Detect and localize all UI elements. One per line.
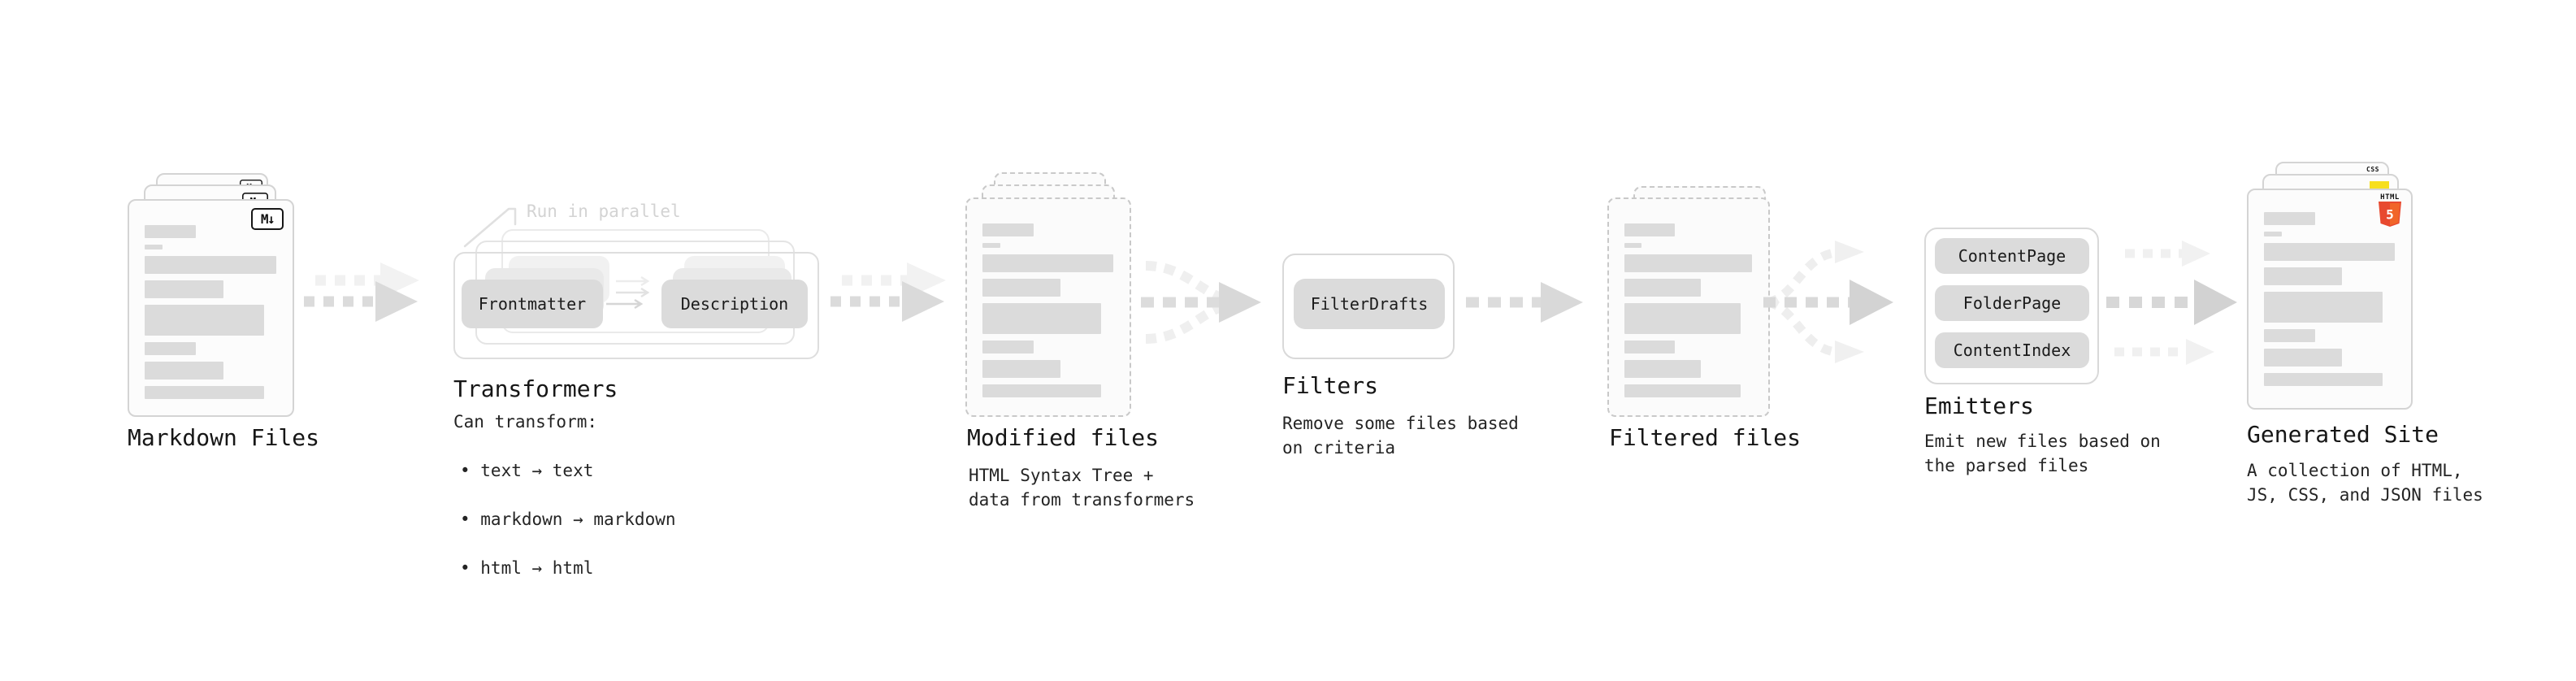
modified-files-note: HTML Syntax Tree + data from transformer…: [969, 466, 1195, 510]
stage-title-filtered-files: Filtered files: [1609, 424, 1802, 451]
filtered-file-card-front: [1607, 197, 1770, 417]
markdown-icon: M↓: [251, 208, 284, 230]
document-text-placeholder-bars: [2264, 212, 2399, 386]
parallel-arrow-icon: [616, 287, 650, 298]
generated-site-note: A collection of HTML, JS, CSS, and JSON …: [2247, 461, 2483, 505]
html5-icon-label: HTML: [2380, 193, 2400, 202]
transform-bullet: • markdown → markdown: [460, 510, 676, 529]
filter-node-filterdrafts: FilterDrafts: [1294, 279, 1445, 329]
stage-title-emitters: Emitters: [1924, 393, 2034, 419]
document-text-placeholder-bars: [982, 223, 1117, 397]
placeholder-bar: [1624, 279, 1701, 297]
emitters-note: Emit new files based on the parsed files: [1924, 432, 2161, 475]
placeholder-bar: [1624, 243, 1642, 248]
placeholder-bar: [2264, 243, 2396, 261]
placeholder-bar: [982, 340, 1034, 354]
flow-arrow-modified-to-filters: [1141, 261, 1261, 344]
flow-arrow-filtered-to-emitters: [1763, 241, 1893, 363]
markdown-file-card-front: M↓: [128, 199, 294, 417]
placeholder-bar: [145, 305, 264, 336]
stage-title-markdown-files: Markdown Files: [128, 424, 320, 451]
flow-arrow-transformers-to-modified: [830, 262, 946, 322]
placeholder-bar: [982, 223, 1034, 236]
emitter-node-contentpage: ContentPage: [1935, 238, 2089, 274]
svg-text:5: 5: [2386, 207, 2394, 223]
placeholder-bar: [1624, 384, 1741, 397]
placeholder-bar: [982, 360, 1061, 378]
placeholder-bar: [982, 384, 1102, 397]
placeholder-bar: [145, 256, 276, 274]
stage-title-modified-files: Modified files: [967, 424, 1160, 451]
transform-bullet: • text → text: [460, 461, 594, 480]
placeholder-bar: [982, 254, 1114, 272]
placeholder-bar: [982, 279, 1061, 297]
transformers-note-list: • text → text • markdown → markdown • ht…: [460, 434, 676, 605]
placeholder-bar: [982, 243, 1000, 248]
placeholder-bar: [1624, 340, 1675, 354]
placeholder-bar: [2264, 212, 2316, 225]
run-in-parallel-annotation: Run in parallel: [527, 202, 681, 221]
flow-arrow-filters-to-filtered: [1466, 282, 1583, 323]
placeholder-bar: [1624, 254, 1753, 272]
stage-title-filters: Filters: [1282, 372, 1379, 399]
placeholder-bar: [1624, 223, 1675, 236]
placeholder-bar: [1624, 303, 1741, 334]
placeholder-bar: [145, 225, 197, 238]
parallel-arrow-icon: [616, 275, 650, 287]
placeholder-bar: [145, 362, 223, 380]
html5-file-icon: HTML 5: [2376, 193, 2404, 232]
placeholder-bar: [2264, 232, 2282, 236]
placeholder-bar: [145, 342, 197, 355]
emitter-node-contentindex: ContentIndex: [1935, 332, 2089, 368]
document-text-placeholder-bars: [1624, 223, 1756, 397]
transformers-note-title: Can transform:: [453, 412, 598, 432]
annotation-callout-line: [463, 207, 517, 248]
transformer-node-description: Description: [661, 280, 808, 328]
parallel-arrow-icon: [606, 298, 644, 310]
placeholder-bar: [982, 303, 1102, 334]
placeholder-bar: [1624, 360, 1701, 378]
placeholder-bar: [2264, 267, 2343, 285]
transformer-node-frontmatter: Frontmatter: [462, 280, 603, 328]
transformers-frame-front: [453, 252, 819, 359]
placeholder-bar: [145, 280, 223, 298]
placeholder-bar: [2264, 349, 2343, 367]
placeholder-bar: [145, 386, 264, 399]
generated-file-card-html: HTML 5: [2247, 189, 2413, 410]
placeholder-bar: [2264, 292, 2383, 323]
flow-arrow-markdown-to-transformers: [304, 262, 419, 322]
placeholder-bar: [145, 245, 163, 249]
flow-arrow-emitters-to-site: [2106, 241, 2237, 365]
css-icon-label: CSS: [2366, 166, 2379, 173]
placeholder-bar: [2264, 329, 2316, 342]
stage-title-transformers: Transformers: [453, 375, 618, 402]
html5-shield-icon: 5: [2379, 202, 2401, 227]
transform-bullet: • html → html: [460, 558, 594, 578]
stage-title-generated-site: Generated Site: [2247, 421, 2439, 448]
document-text-placeholder-bars: [145, 225, 280, 399]
modified-file-card-front: [965, 197, 1131, 417]
emitter-node-folderpage: FolderPage: [1935, 285, 2089, 321]
filters-note: Remove some files based on criteria: [1282, 414, 1519, 458]
placeholder-bar: [2264, 373, 2383, 386]
